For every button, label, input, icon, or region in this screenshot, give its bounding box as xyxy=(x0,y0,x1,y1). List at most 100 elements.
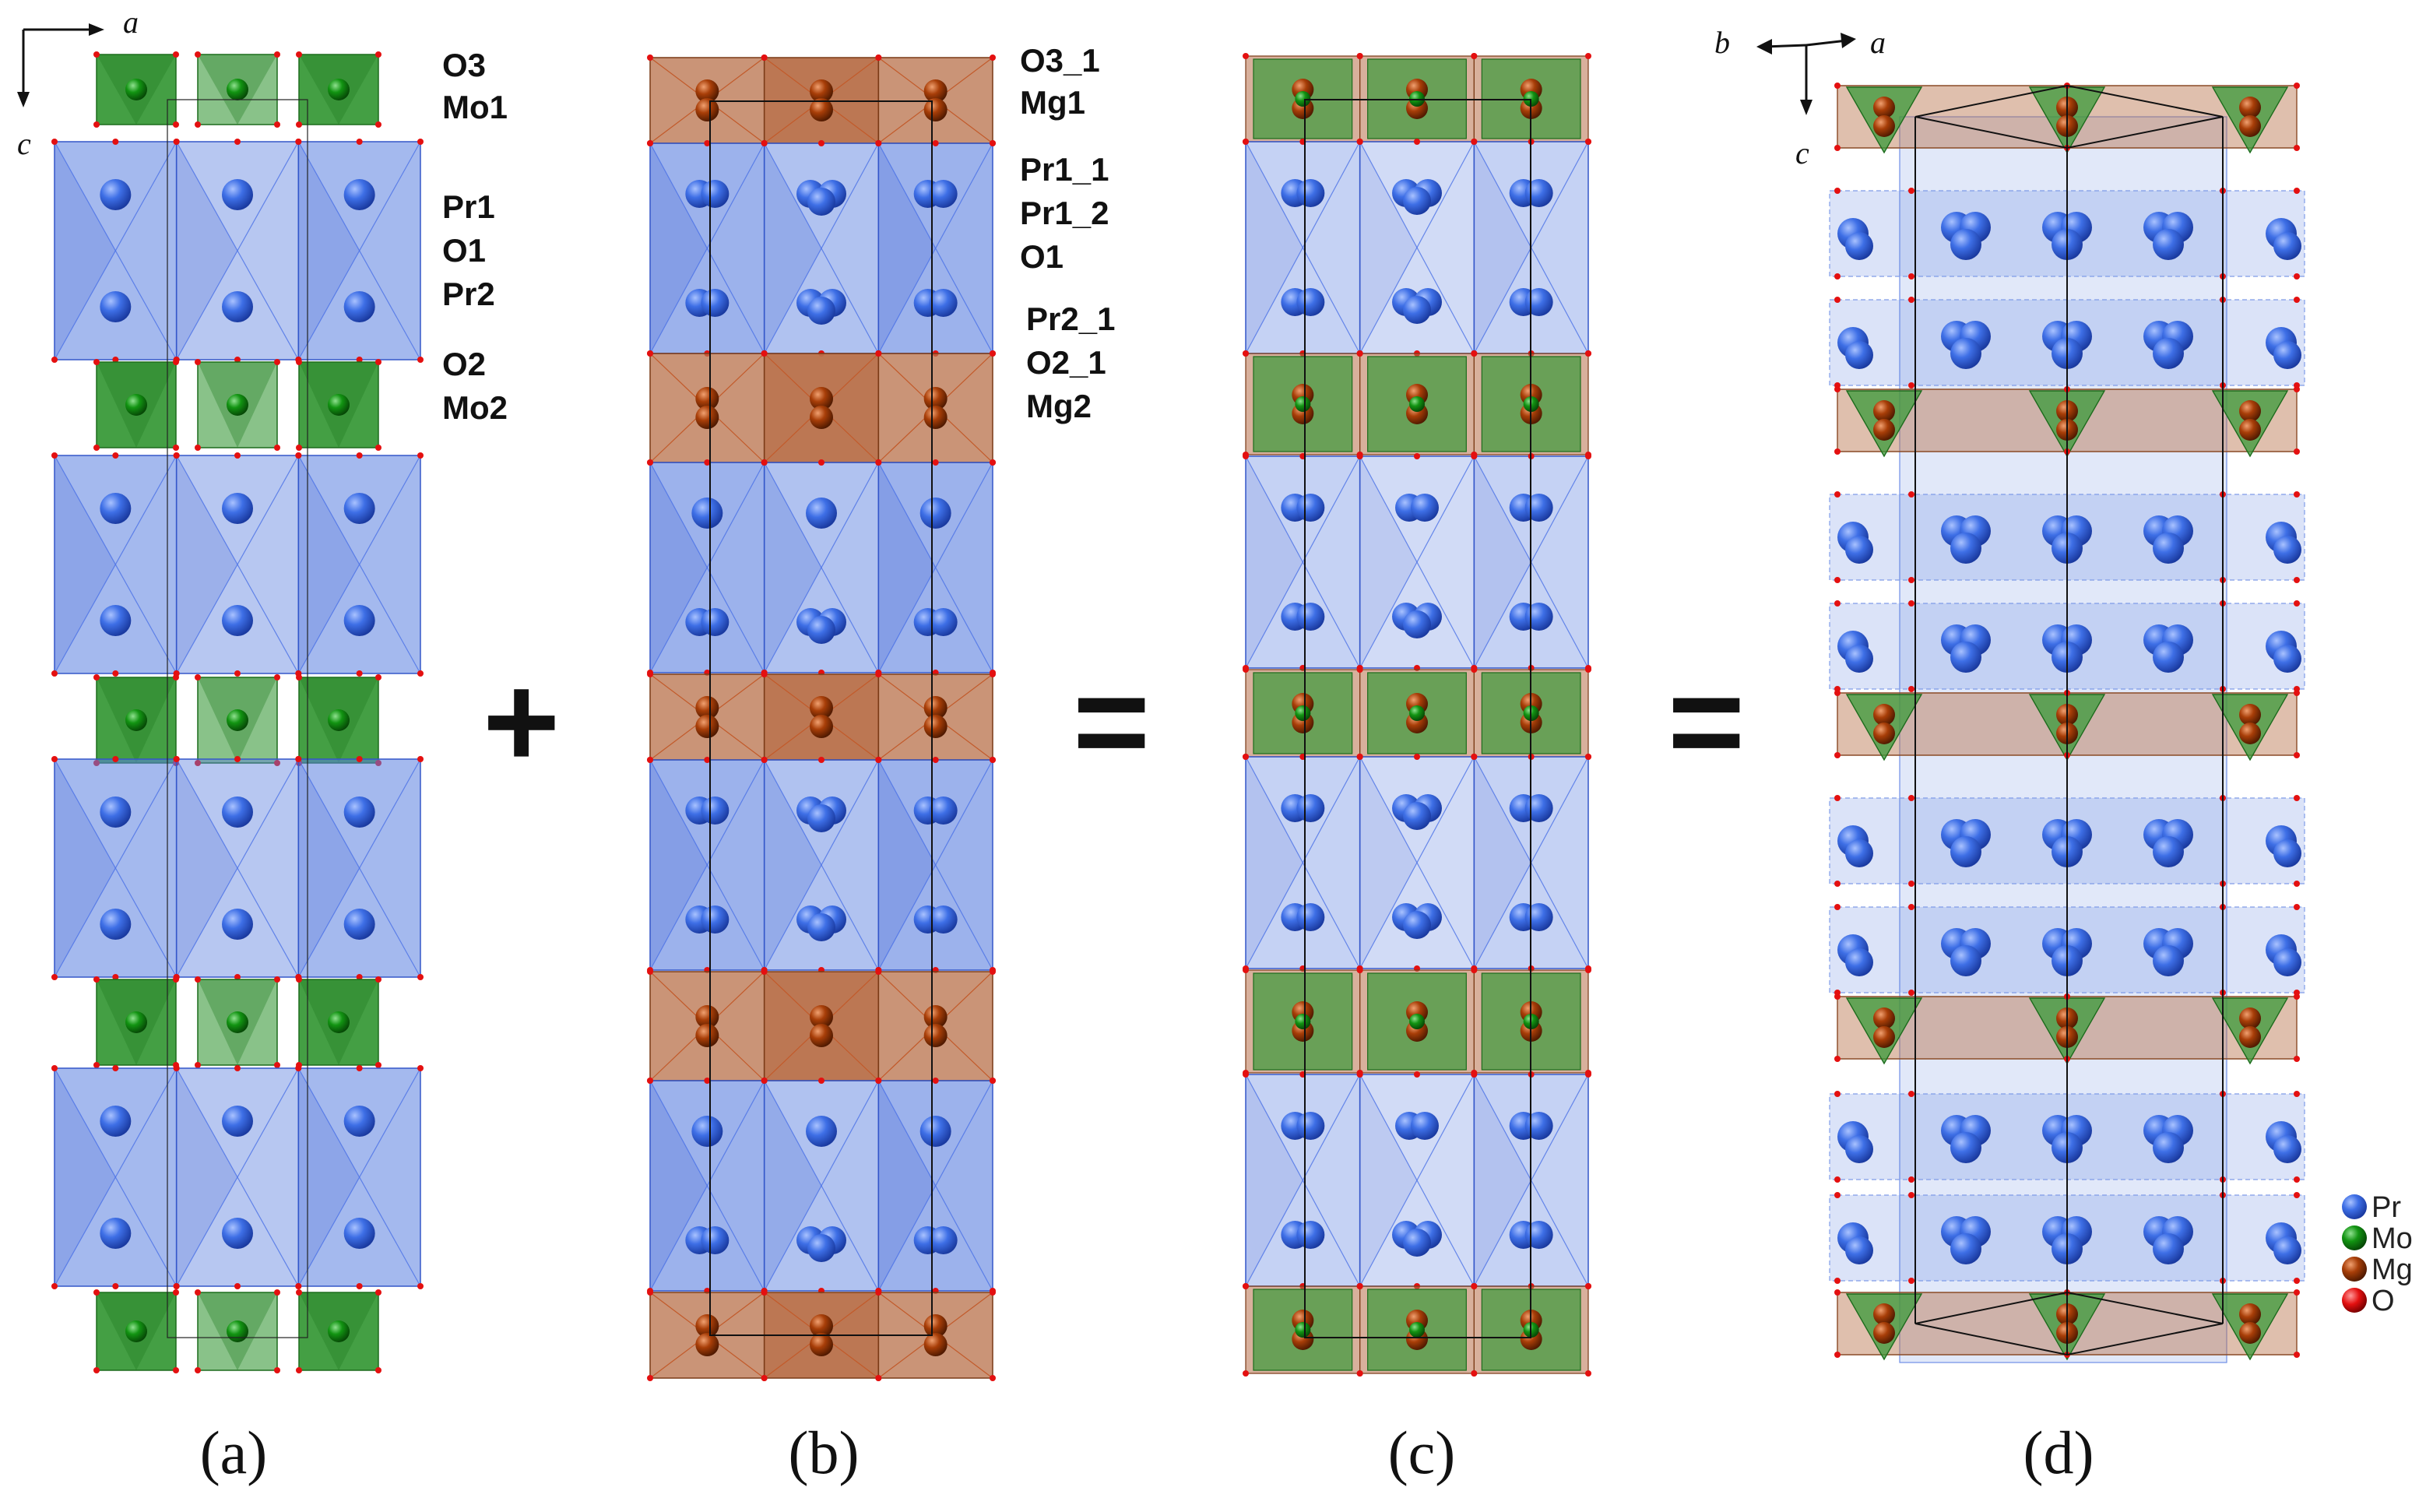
pr-atom xyxy=(100,1218,132,1249)
pr-atom xyxy=(1296,794,1325,822)
mg-atom xyxy=(810,1314,833,1338)
mg-atom xyxy=(810,696,833,719)
o-atom xyxy=(761,671,768,677)
pr-atom xyxy=(2153,338,2184,369)
caption-c: (c) xyxy=(1388,1419,1456,1486)
axis-label-b: b xyxy=(1714,25,1730,60)
o-atom xyxy=(875,1289,882,1296)
pr-atom xyxy=(929,289,958,317)
pr-atom xyxy=(1296,288,1325,316)
pr-atom xyxy=(2273,341,2301,369)
pr-polyhedron-edge xyxy=(877,759,993,971)
o-atom xyxy=(356,139,363,145)
o-atom xyxy=(1243,666,1249,673)
pr-atom xyxy=(343,179,375,210)
o-atom xyxy=(990,1078,996,1084)
o-atom xyxy=(1585,453,1591,459)
o-atom xyxy=(818,757,824,763)
mg-atom xyxy=(1873,1007,1895,1029)
o-atom xyxy=(173,1283,180,1289)
o-atom xyxy=(1908,577,1914,583)
mg-atom xyxy=(1873,97,1895,118)
mo-atom xyxy=(1409,396,1425,412)
o-atom xyxy=(1834,990,1841,996)
o-atom xyxy=(296,445,302,451)
o-atom xyxy=(1471,53,1478,59)
pr-polyhedron-edge xyxy=(764,1080,879,1292)
equals-operator-2: = xyxy=(1668,648,1745,796)
o-atom xyxy=(1908,1278,1914,1284)
pr-polyhedron-face xyxy=(1246,456,1303,668)
pr-atom xyxy=(2153,533,2184,564)
o-atom xyxy=(1471,666,1478,673)
o-atom xyxy=(1243,53,1249,59)
o-atom xyxy=(1908,904,1914,910)
label-mo2: Mo2 xyxy=(442,389,508,426)
pr-atom xyxy=(807,1234,835,1262)
o-atom xyxy=(1834,297,1841,303)
pr-polyhedron-face xyxy=(650,462,708,673)
o-atom xyxy=(195,359,201,365)
o-atom xyxy=(417,1065,424,1071)
mo-atom xyxy=(328,1011,350,1033)
o-atom xyxy=(296,121,302,128)
pr-atom xyxy=(1296,1221,1325,1249)
pr-polyhedron-face xyxy=(1474,757,1531,969)
o-atom xyxy=(818,140,824,146)
pr-polyhedron-face xyxy=(764,1081,821,1291)
o-atom xyxy=(1908,1176,1914,1183)
pr-atom xyxy=(929,1226,958,1254)
mg-atom xyxy=(923,1314,948,1338)
o-atom xyxy=(1908,881,1914,887)
o-atom xyxy=(296,674,302,680)
o-atom xyxy=(647,1289,653,1296)
mo-atom xyxy=(227,1011,248,1033)
pr-atom xyxy=(2153,1132,2184,1163)
pr-atom xyxy=(807,616,835,644)
o-atom xyxy=(761,1375,768,1381)
pr-polyhedron-face xyxy=(878,143,936,353)
o-atom xyxy=(647,1078,653,1084)
o-atom xyxy=(1834,448,1841,455)
pr-atom xyxy=(1296,1112,1325,1140)
o-atom xyxy=(990,1289,996,1296)
o-atom xyxy=(375,1062,381,1068)
o-atom xyxy=(1471,754,1478,760)
o-atom xyxy=(93,674,100,680)
o-atom xyxy=(875,1078,882,1084)
o-atom xyxy=(93,976,100,983)
pr-atom xyxy=(1845,1135,1873,1163)
pr-atom xyxy=(2153,642,2184,673)
pr-polyhedron-edge xyxy=(764,462,879,673)
o-atom xyxy=(761,757,768,763)
pr-polyhedron-edge xyxy=(764,759,879,971)
pr-polyhedron-face xyxy=(1474,456,1531,668)
o-atom xyxy=(875,350,882,357)
o-atom xyxy=(173,674,179,680)
caption-d: (d) xyxy=(2023,1419,2094,1486)
o-atom xyxy=(356,756,363,762)
o-atom xyxy=(375,1367,381,1373)
mo-atom xyxy=(1295,1014,1311,1029)
pr-atom xyxy=(2153,836,2184,867)
pr-atom xyxy=(919,1116,951,1147)
o-atom xyxy=(1356,453,1363,459)
pr-polyhedron-face xyxy=(764,462,821,673)
o-atom xyxy=(375,359,381,365)
mg-atom xyxy=(2239,115,2261,137)
pr-atom xyxy=(929,608,958,636)
pr-atom xyxy=(1950,338,1981,369)
o-atom xyxy=(1908,686,1914,692)
axis-label-a: a xyxy=(123,5,139,40)
pr-atom xyxy=(1296,903,1325,931)
pr-polyhedron-edge xyxy=(54,141,178,360)
o-atom xyxy=(2294,382,2300,389)
pr-polyhedron-face xyxy=(176,142,237,360)
pr-atom xyxy=(222,1106,253,1137)
o-atom xyxy=(2294,752,2300,758)
o-atom xyxy=(173,121,179,128)
mo-atom xyxy=(227,1320,248,1342)
o-atom xyxy=(1834,686,1841,692)
o-atom xyxy=(875,140,882,146)
